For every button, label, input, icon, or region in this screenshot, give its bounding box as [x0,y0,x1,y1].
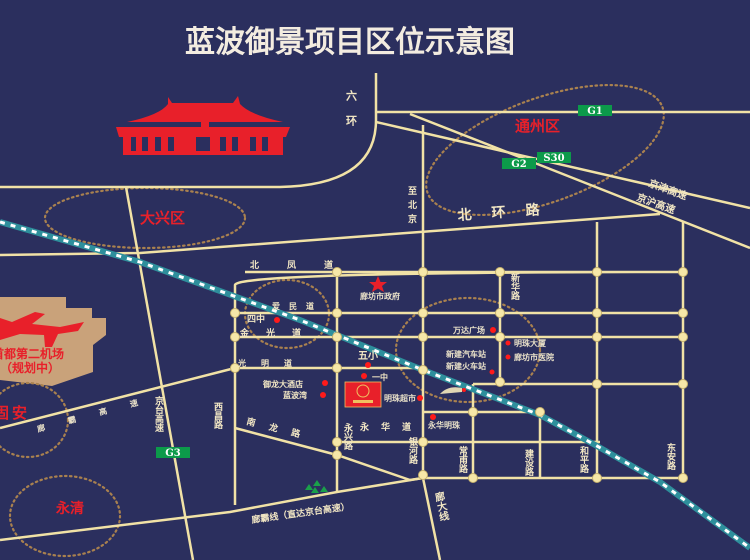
poi-mingzhu-tower: 明珠大厦 [514,338,547,348]
poi-sizhong: 四中 [247,313,265,325]
poi-dot [320,392,326,398]
poi-lanbowan: 蓝波湾 [283,390,307,400]
poi-bus-station: 新建汽车站 [446,349,486,359]
road-jinguangdao: 金光道 [239,327,318,339]
road-aimindao: 爱民道 [272,301,323,311]
poi-dot [430,414,436,420]
road-liuhuan: 六环 [345,89,358,140]
poi-yulong-hotel: 御龙大酒店 [262,379,303,389]
road-beifengdao: 北凤道 [250,259,361,271]
district-daxing: 大兴区 [140,209,185,227]
district-guan: 固安 [0,404,30,422]
road-network [0,73,750,560]
highway-badge-s30: S30 [537,152,571,164]
airport-status: （规划中） [0,360,60,375]
road-hepinglu: 和平路 [578,445,590,474]
poi-dot [417,395,423,401]
road-donganlu: 东安路 [665,442,676,471]
road-yongxinglu: 永兴路 [342,422,354,451]
road-yonghuadao: 永华道 [359,421,423,433]
park-trees-icon [305,480,328,493]
road-jianshelu: 建设路 [523,448,534,477]
airplane-icon [0,312,84,347]
road-guangmingdao: 光明道 [237,358,307,368]
svg-text:G2: G2 [511,159,527,170]
train-station-icon [440,387,462,394]
intersection-nodes [230,267,688,483]
poi-mingzhu-market: 明珠超市 [384,393,416,403]
business-area-ring [394,296,542,404]
road-changfulu: 常甫路 [457,445,468,474]
poi-train-station: 新建火车站 [446,361,486,371]
district-tongzhou: 通州区 [515,117,560,135]
road-beihuanlu: 北环路 [457,200,560,224]
road-yinhelu: 银河路 [407,436,418,465]
poi-wanda: 万达广场 [452,325,485,335]
svg-text:S30: S30 [543,153,564,164]
poi-dot [274,317,280,323]
road-xichanglu: 西昌路 [212,402,223,430]
road-jingtai: 京台高速 [153,395,164,433]
highway-badge-g2: G2 [502,158,536,170]
road-langba-expressway: 廊霸高速 [36,391,162,434]
poi-hospital: 廊坊市医院 [514,352,554,362]
district-yongqing: 永清 [55,500,84,517]
poi-dot [505,340,511,346]
poi-dot [462,388,466,392]
map-title: 蓝波御景项目区位示意图 [185,25,515,60]
poi-dot [490,327,496,333]
poi-dot [505,354,511,360]
yongqing-area-ring [8,474,122,558]
tongzhou-area-ring [425,83,665,217]
airport-label: 首都第二机场 [0,346,64,361]
project-logo-marker [344,381,382,408]
poi-dot [361,373,367,379]
government-star-icon [369,276,387,292]
guan-area-ring [0,381,70,459]
poi-yonghua-mingzhu: 永华明珠 [427,420,461,430]
highway-badge-g1: G1 [578,105,612,117]
poi-dot [489,369,495,375]
svg-text:G1: G1 [587,106,603,117]
poi-wuxiao: 五小 [358,349,378,362]
poi-government: 廊坊市政府 [360,291,400,301]
palace-icon [116,96,290,155]
svg-text:G3: G3 [165,448,181,459]
poi-dot [365,362,371,368]
road-xinhualu: 新华路 [509,272,520,301]
railway [0,219,750,551]
highway-badge-g3: G3 [156,447,190,459]
poi-dot [322,380,328,386]
poi-yizhong: 一中 [372,372,388,382]
road-langdaxian: 廊大线 [431,489,449,523]
road-zhibeijing: 至北京 [406,186,417,228]
daxing-area-ring [43,186,247,250]
